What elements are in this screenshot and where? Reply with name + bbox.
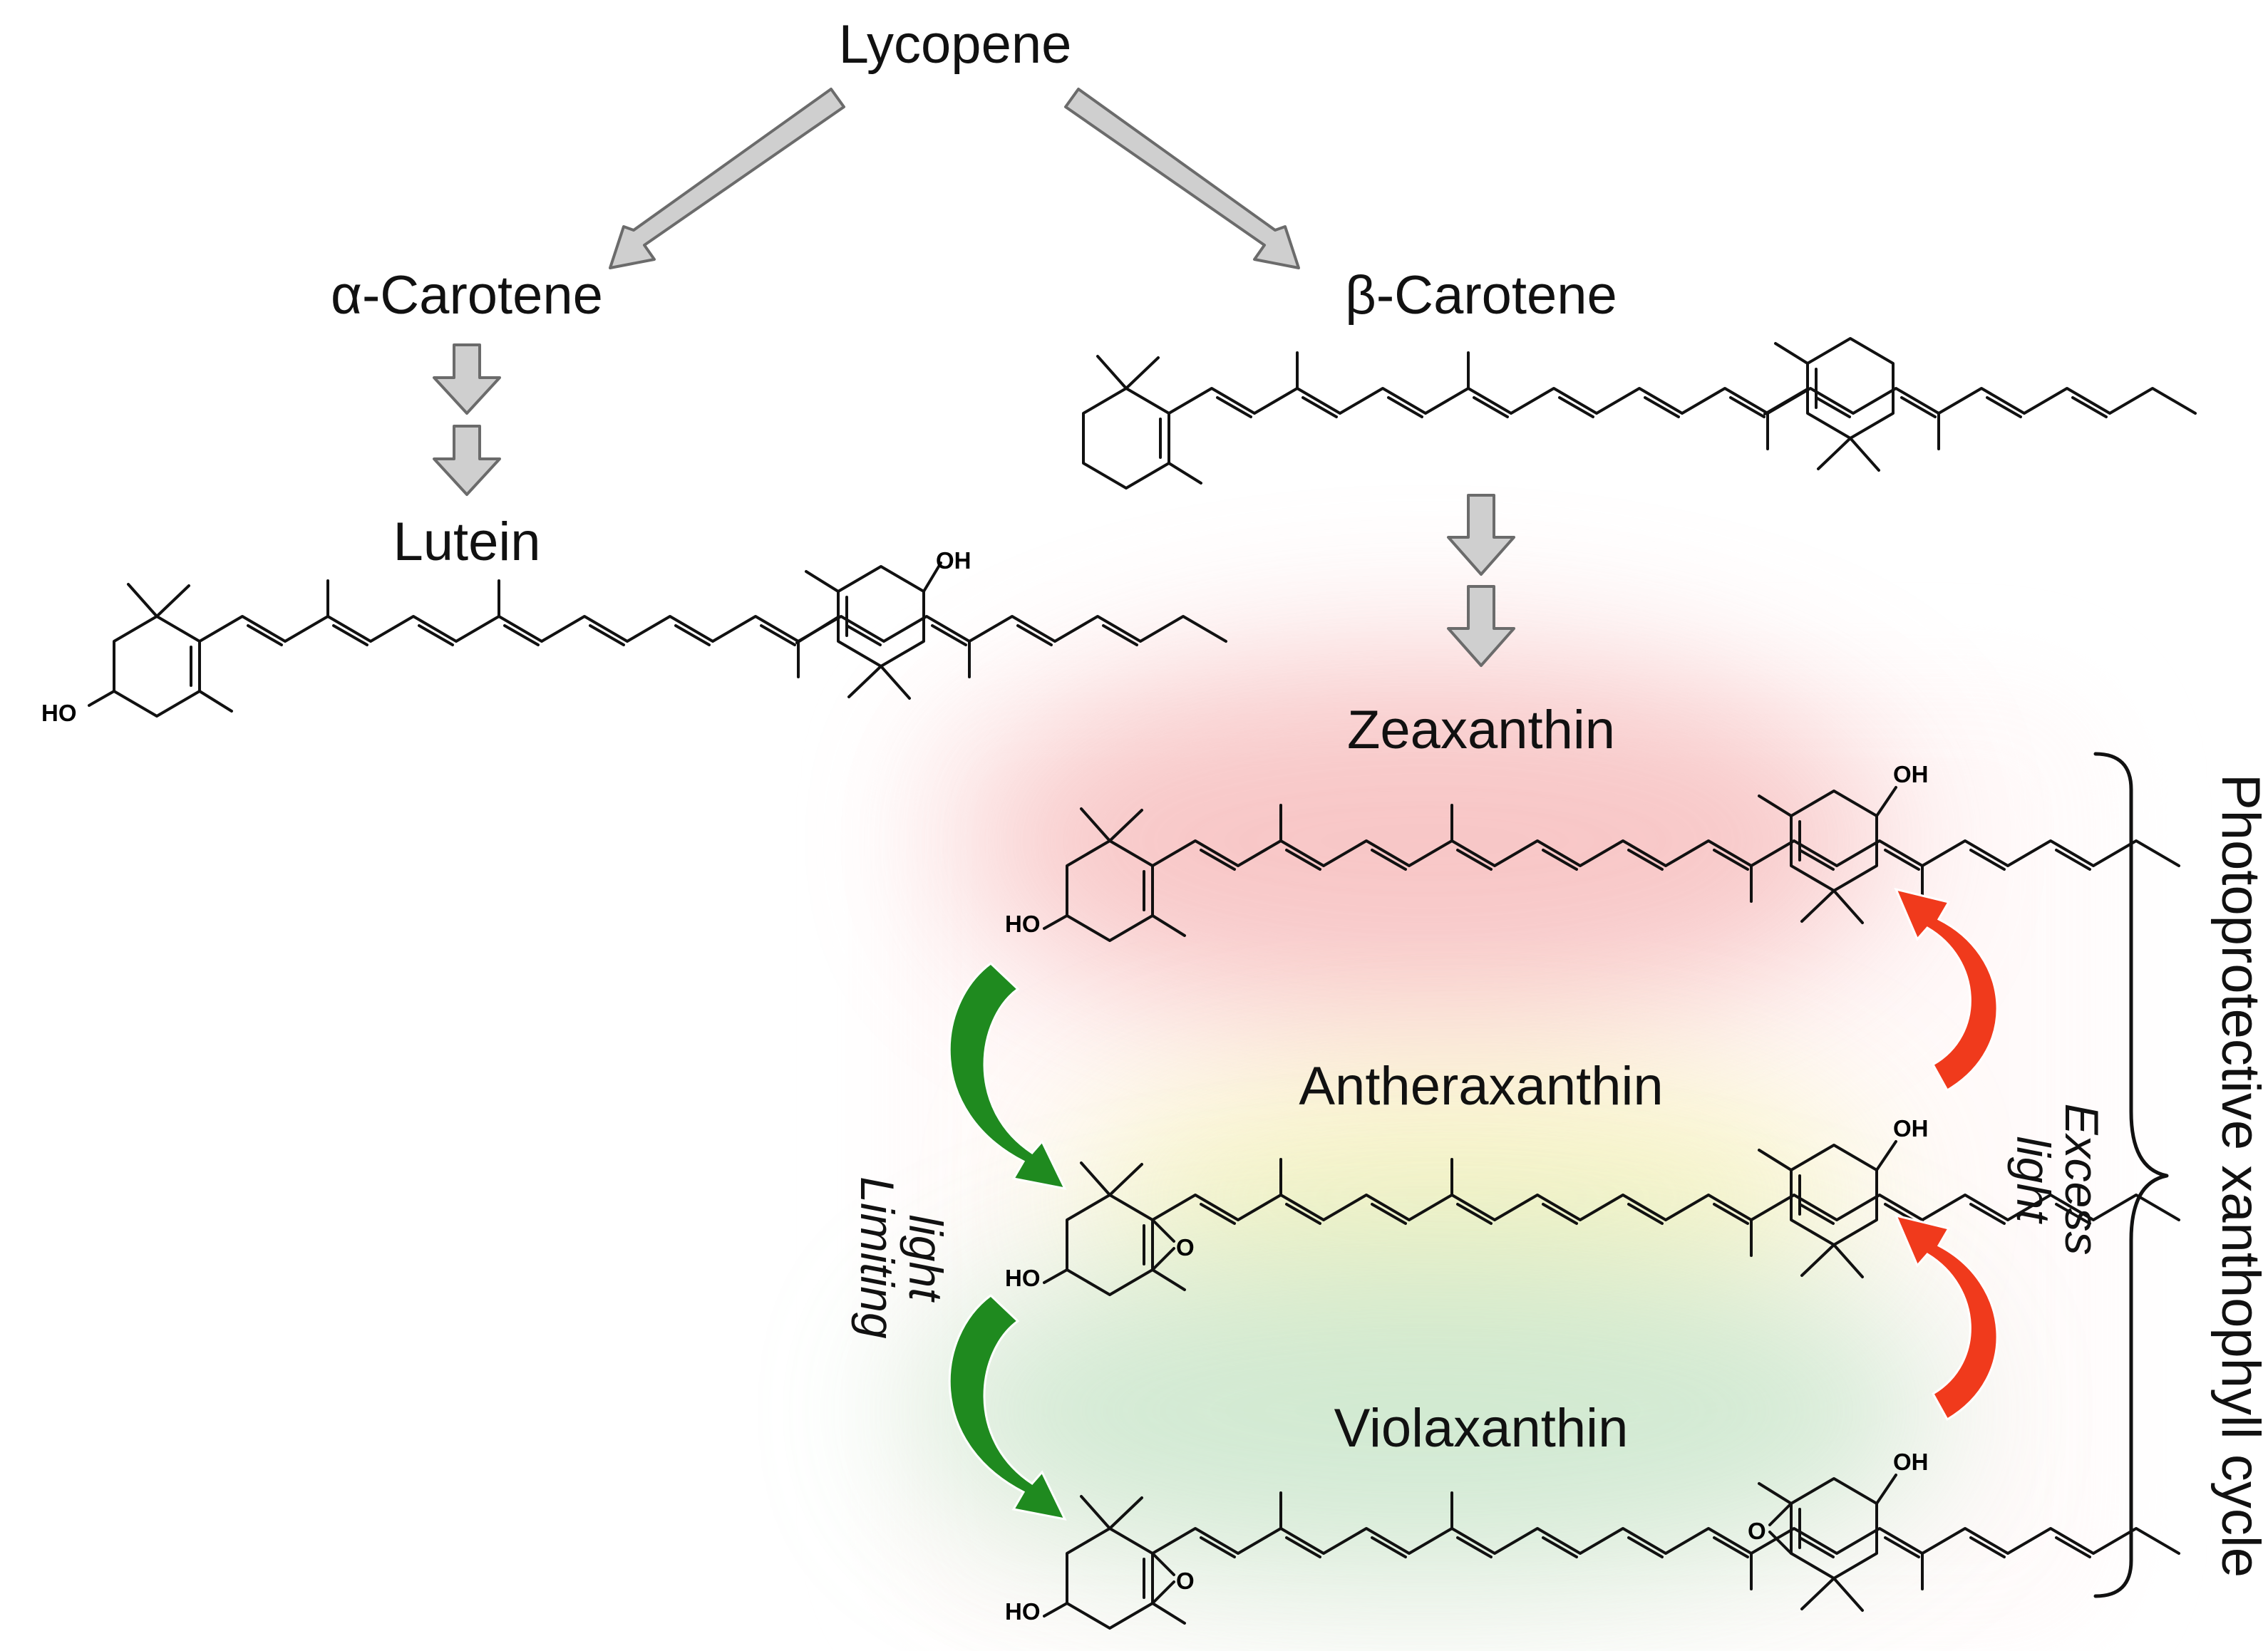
violaxanthin-label: Violaxanthin (1334, 1398, 1629, 1459)
cycle-bracket (2093, 752, 2169, 1598)
beta-carotene-structure (1082, 337, 2197, 490)
arrow-beta-to-zeaxanthin-1 (1447, 494, 1515, 576)
arrow-lycopene-to-alpha-carotene (609, 88, 845, 269)
lutein-oh-label: OH (936, 547, 971, 574)
zeaxanthin-label: Zeaxanthin (1347, 700, 1615, 760)
antheraxanthin-structure: O HO OH (1005, 1115, 2180, 1296)
violaxanthin-ho-label: HO (1005, 1598, 1041, 1625)
antheraxanthin-label: Antheraxanthin (1299, 1056, 1663, 1117)
cycle-label-group: Photoprotective xanthophyll cycle (2210, 774, 2268, 1578)
zeaxanthin-ho-label: HO (1005, 911, 1041, 937)
limiting-light-arrows (948, 962, 1067, 1521)
limiting-light-label: Limiting light (851, 1176, 952, 1339)
arrow-beta-to-zeaxanthin-2 (1447, 585, 1515, 667)
excess-light-label: Excess light (2007, 1104, 2108, 1256)
violaxanthin-epoxide-o-left-label: O (1176, 1568, 1195, 1594)
arrow-antheraxanthin-to-violaxanthin (948, 1294, 1067, 1521)
arrow-antheraxanthin-to-zeaxanthin (1894, 887, 1999, 1092)
lycopene-label: Lycopene (839, 14, 1072, 75)
excess-light-line2: light (2007, 1136, 2060, 1224)
antheraxanthin-epoxide-o-label: O (1176, 1234, 1195, 1261)
arrow-lycopene-to-beta-carotene (1064, 88, 1300, 269)
cycle-background-glow (891, 656, 2117, 1646)
limiting-light-line2: light (900, 1214, 952, 1303)
antheraxanthin-ho-label: HO (1005, 1265, 1041, 1291)
limiting-light-line1: Limiting (851, 1176, 904, 1339)
excess-light-line1: Excess (2056, 1104, 2108, 1256)
arrow-alpha-to-lutein-1 (433, 343, 501, 415)
arrow-zeaxanthin-to-antheraxanthin (948, 962, 1067, 1191)
cycle-label: Photoprotective xanthophyll cycle (2210, 774, 2268, 1578)
arrow-alpha-to-lutein-2 (433, 425, 501, 496)
lutein-ho-label: HO (41, 700, 77, 726)
pathway-arrows (433, 88, 1515, 667)
lutein-structure: HO OH (41, 547, 1227, 726)
alpha-carotene-label: α-Carotene (331, 265, 603, 326)
excess-light-arrows (1894, 887, 1999, 1422)
violaxanthin-epoxide-o-right-label: O (1748, 1518, 1766, 1544)
antheraxanthin-oh-label: OH (1893, 1115, 1929, 1142)
violaxanthin-oh-label: OH (1893, 1449, 1929, 1475)
lutein-label: Lutein (393, 512, 540, 572)
arrow-violaxanthin-to-antheraxanthin (1894, 1213, 1999, 1422)
zeaxanthin-structure: HO OH (1005, 761, 2180, 942)
beta-carotene-label: β-Carotene (1345, 265, 1617, 326)
violaxanthin-structure: O O HO OH (1005, 1449, 2180, 1630)
zeaxanthin-oh-label: OH (1893, 761, 1929, 787)
